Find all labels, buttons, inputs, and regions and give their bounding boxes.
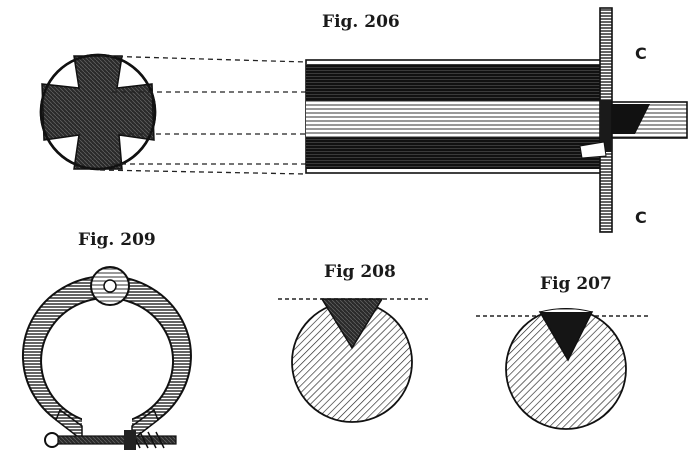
fig206-cross xyxy=(41,55,155,170)
fig206-cylinder xyxy=(305,59,609,174)
fig209-gap xyxy=(82,418,132,436)
fig206-notch xyxy=(579,141,607,159)
fig209-label: Fig. 209 xyxy=(78,230,156,250)
fig209-hinge-hole xyxy=(103,279,117,293)
fig208-v-notch xyxy=(320,298,384,350)
fig206-rod xyxy=(611,101,688,139)
fig209-bolt xyxy=(44,430,177,450)
fig208-label: Fig 208 xyxy=(324,262,396,282)
fig208-drawing xyxy=(278,298,428,423)
fig207-label: Fig 207 xyxy=(540,274,612,294)
fig206-drawing xyxy=(39,7,688,233)
fig206-projection-lines xyxy=(99,55,307,175)
fig206-label: Fig. 206 xyxy=(322,12,400,32)
fig207-drawing xyxy=(476,308,648,430)
fig206-marker-bottom: C xyxy=(635,208,647,227)
fig206-marker-top: C xyxy=(635,44,647,63)
fig209-drawing xyxy=(22,266,192,450)
fig206-plate-shadow xyxy=(600,100,612,152)
